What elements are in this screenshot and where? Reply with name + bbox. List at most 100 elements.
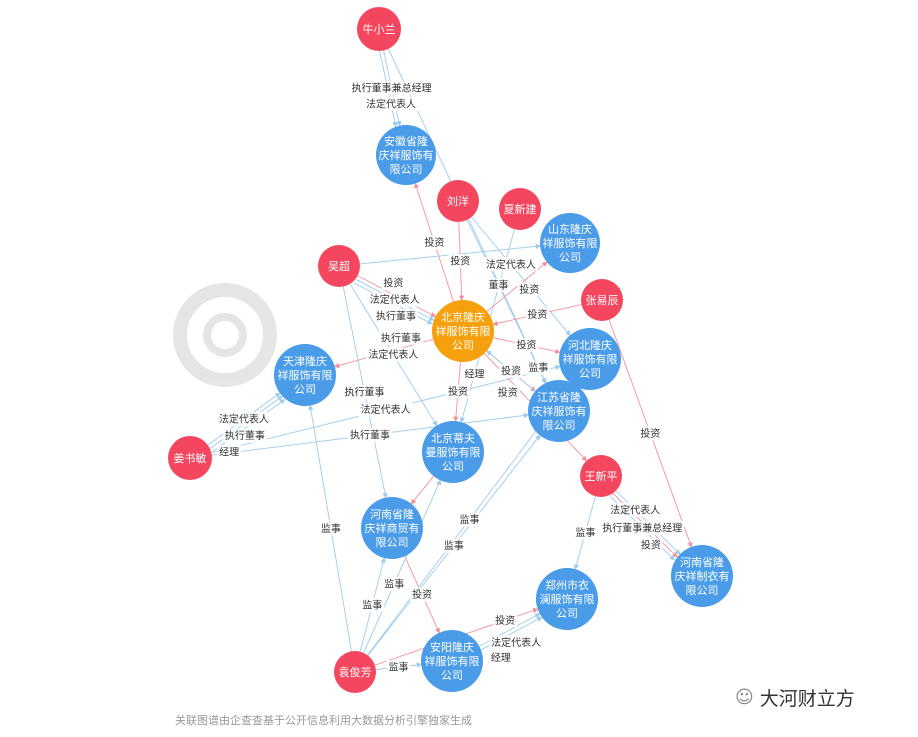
edge-label-bg (374, 309, 419, 324)
node-circle (581, 279, 623, 321)
edge-label-group: 监事 (386, 660, 411, 675)
person-node-zyc[interactable]: 张易辰 (581, 279, 623, 321)
edge-label: 法定代表人 (361, 403, 411, 416)
node-circle (540, 213, 600, 273)
edge-label: 投资 (501, 365, 521, 378)
edge-label: 监事 (389, 661, 409, 674)
node-label: 澜服饰有限 (540, 592, 595, 606)
node-label: 袁俊芳 (339, 665, 372, 679)
edge-label-group: 执行董事兼总经理 (349, 81, 434, 96)
edge-label-bg (217, 444, 242, 459)
edge-label: 董事 (488, 279, 508, 292)
edge-label-group: 执行董事 (374, 309, 419, 324)
node-label: 公司 (452, 339, 474, 352)
person-node-xxj[interactable]: 夏新建 (499, 188, 541, 230)
edge-label: 法定代表人 (370, 293, 420, 306)
node-label: 江苏省隆 (537, 390, 581, 404)
edge-label: 投资 (527, 308, 547, 321)
edge-label-group: 执行董事兼总经理 (600, 521, 685, 536)
edge-label-bg (216, 412, 271, 427)
edge-label-bg (488, 650, 513, 665)
edge-label-bg (638, 426, 663, 441)
edge-label-bg (366, 347, 421, 362)
node-label: 庆祥商贸有 (365, 521, 420, 535)
edge-label-group: 监事 (526, 360, 551, 375)
edge-label: 投资 (517, 339, 537, 352)
edge-label-group: 执行董事 (342, 385, 387, 400)
node-label: 庆祥服饰有 (379, 148, 434, 162)
edge-label: 执行董事 (376, 310, 416, 323)
edge-label: 投资 (495, 614, 515, 627)
edge-label: 执行董事兼总经理 (352, 82, 432, 95)
edge-label: 投资 (383, 277, 403, 290)
edge-label-bg (514, 338, 539, 352)
node-label: 公司 (559, 251, 581, 264)
edge-label-bg (378, 330, 423, 345)
edge-label-bg (638, 538, 663, 553)
node-circle (499, 188, 541, 230)
edge-label-group: 执行董事 (222, 428, 267, 443)
edge-label-group: 投资 (448, 254, 473, 269)
watermark-logo (173, 283, 277, 387)
node-label: 姜书敏 (174, 451, 207, 465)
edge-label-bg (525, 307, 550, 322)
edge-label-bg (446, 384, 470, 399)
edge-ly-js (466, 219, 547, 384)
node-circle (536, 568, 598, 630)
person-node-yjf[interactable]: 袁俊芳 (334, 651, 376, 693)
edge-label-group: 执行董事 (348, 428, 393, 443)
edge-label-bg (410, 587, 434, 602)
edge-ly-hb (471, 216, 571, 336)
person-node-jsm[interactable]: 姜书敏 (168, 436, 212, 480)
node-circle (580, 455, 622, 497)
node-label: 祥服饰有限 (425, 654, 480, 668)
edge-label-bg (358, 402, 413, 417)
edge-label-group: 监事 (457, 512, 482, 527)
edge-label-group: 经理 (488, 650, 513, 665)
node-circle (432, 300, 494, 362)
edge-label: 执行董事兼总经理 (602, 522, 682, 535)
person-node-nxl[interactable]: 牛小兰 (357, 7, 401, 51)
node-label: 公司 (294, 383, 316, 396)
node-label: 祥服饰有限 (543, 236, 598, 250)
person-node-ly[interactable]: 刘洋 (437, 180, 479, 222)
edge-label: 监事 (459, 513, 479, 526)
node-label: 夏新建 (504, 202, 537, 216)
node-label: 公司 (442, 460, 464, 473)
person-node-wxp[interactable]: 王新平 (580, 455, 622, 497)
edge-label-group: 执行董事 (378, 330, 423, 345)
edge-label-group: 法定代表人 (363, 96, 418, 111)
node-label: 河南省隆 (370, 507, 414, 521)
edge-label: 执行董事 (345, 386, 385, 399)
wechat-icon: ☺ (735, 687, 754, 708)
node-circle (376, 125, 436, 185)
edge-label: 监事 (444, 539, 464, 552)
node-label: 限公司 (376, 536, 409, 549)
edge-label-bg (457, 512, 482, 527)
edge-label-group: 法定代表人 (358, 402, 413, 417)
edge-label: 法定代表人 (491, 636, 541, 649)
person-node-wc[interactable]: 吴超 (318, 245, 360, 287)
edge-label: 监事 (528, 361, 548, 374)
node-label: 河南省隆 (680, 555, 724, 569)
edge-label-bg (526, 360, 551, 375)
edge-label-bg (382, 576, 407, 591)
edge-label-group: 投资 (638, 538, 663, 553)
edge-label-group: 董事 (486, 278, 511, 293)
edge-label: 法定代表人 (368, 348, 418, 361)
edge-label-bg (348, 428, 393, 443)
edge-label: 监事 (362, 598, 382, 611)
node-label: 公司 (441, 669, 463, 682)
